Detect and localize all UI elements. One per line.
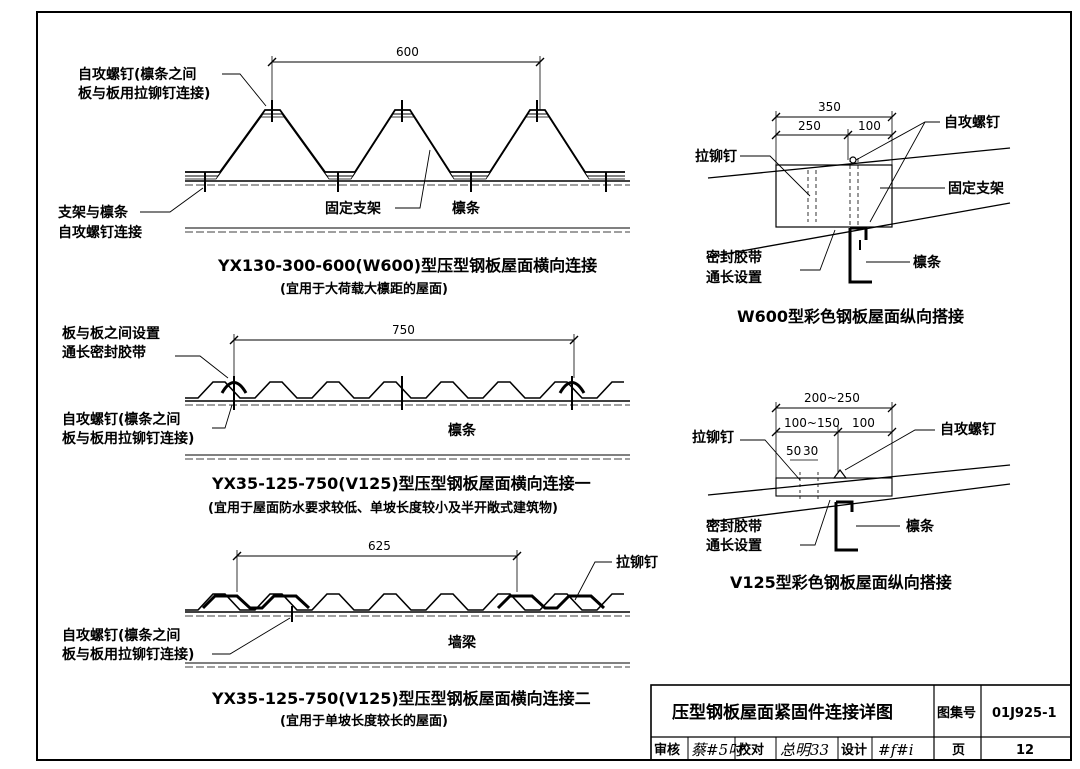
- label-screw-2a: 自攻螺钉(檩条之间: [62, 411, 180, 428]
- diagram-w600-longitudinal: [707, 111, 1011, 284]
- label-seal-2a: 板与板之间设置: [62, 325, 160, 342]
- diagram-w600-transverse: [140, 56, 630, 233]
- dim-350: 350: [818, 100, 841, 114]
- label-screw-3a: 自攻螺钉(檩条之间: [62, 627, 180, 644]
- dim-750: 750: [392, 323, 415, 337]
- caption-3: YX35-125-750(V125)型压型钢板屋面横向连接二: [211, 689, 591, 708]
- dim-200-250: 200~250: [804, 391, 860, 405]
- caption-2: YX35-125-750(V125)型压型钢板屋面横向连接一: [211, 474, 591, 493]
- label-fixed-bracket-1: 固定支架: [325, 200, 381, 217]
- subcaption-3: (宜用于单坡长度较长的屋面): [280, 713, 448, 729]
- dim-100-150: 100~150: [784, 416, 840, 430]
- diagram-v125-longitudinal: [707, 402, 1011, 552]
- label-wall-beam: 墙梁: [448, 634, 477, 651]
- label-seal-4b: 通长设置: [706, 269, 762, 286]
- title-block: [650, 684, 1072, 761]
- label-rivet-3: 拉铆钉: [616, 554, 658, 571]
- page-number: 12: [1016, 743, 1034, 758]
- label-screw-2b: 板与板用拉铆钉连接): [62, 430, 194, 447]
- label-seal-2b: 通长密封胶带: [62, 344, 146, 361]
- label-screw-5: 自攻螺钉: [940, 421, 996, 438]
- dim-625: 625: [368, 539, 391, 553]
- label-rivet-4: 拉铆钉: [695, 148, 737, 165]
- label-purlin-2: 檩条: [448, 422, 477, 439]
- review-signature: 蔡#5吋: [691, 741, 745, 759]
- sheet-border: [36, 11, 1072, 761]
- atlas-number: 01J925-1: [992, 706, 1057, 721]
- label-bracket-screw-b: 自攻螺钉连接: [58, 224, 142, 241]
- caption-4: W600型彩色钢板屋面纵向搭接: [737, 307, 964, 326]
- label-screw-1a: 自攻螺钉(檩条之间: [78, 66, 196, 83]
- atlas-label: 图集号: [937, 705, 976, 721]
- label-fixed-bracket-4: 固定支架: [948, 180, 1004, 197]
- dim-100-b: 100: [852, 416, 875, 430]
- label-rivet-5: 拉铆钉: [692, 429, 734, 446]
- drawing-title: 压型钢板屋面紧固件连接详图: [672, 702, 893, 723]
- dim-30: 30: [803, 444, 818, 458]
- page-label: 页: [952, 743, 965, 758]
- dim-50: 50: [786, 444, 801, 458]
- label-seal-5a: 密封胶带: [705, 518, 762, 535]
- label-seal-4a: 密封胶带: [705, 249, 762, 266]
- design-label: 设计: [841, 742, 867, 758]
- label-screw-4: 自攻螺钉: [944, 114, 1000, 131]
- label-screw-1b: 板与板用拉铆钉连接): [78, 85, 210, 102]
- design-signature: #f#i: [878, 741, 914, 759]
- caption-5: V125型彩色钢板屋面纵向搭接: [730, 573, 952, 592]
- diagram-v125-transverse-2: [185, 550, 630, 668]
- label-bracket-screw-a: 支架与檩条: [57, 204, 129, 221]
- dim-600: 600: [396, 45, 419, 59]
- caption-1: YX130-300-600(W600)型压型钢板屋面横向连接: [217, 256, 597, 275]
- dim-100: 100: [858, 119, 881, 133]
- subcaption-1: (宜用于大荷载大檩距的屋面): [280, 281, 448, 297]
- label-seal-5b: 通长设置: [706, 537, 762, 554]
- check-signature: 总明33: [780, 741, 829, 759]
- diagram-v125-transverse-1: [175, 334, 630, 460]
- dim-250: 250: [798, 119, 821, 133]
- review-label: 审核: [654, 742, 680, 758]
- label-purlin-5: 檩条: [906, 518, 935, 535]
- check-label: 校对: [738, 742, 764, 758]
- label-screw-3b: 板与板用拉铆钉连接): [62, 646, 194, 663]
- subcaption-2: (宜用于屋面防水要求较低、单坡长度较小及半开敞式建筑物): [208, 500, 558, 516]
- label-purlin-1: 檩条: [452, 200, 481, 217]
- label-purlin-4: 檩条: [913, 254, 942, 271]
